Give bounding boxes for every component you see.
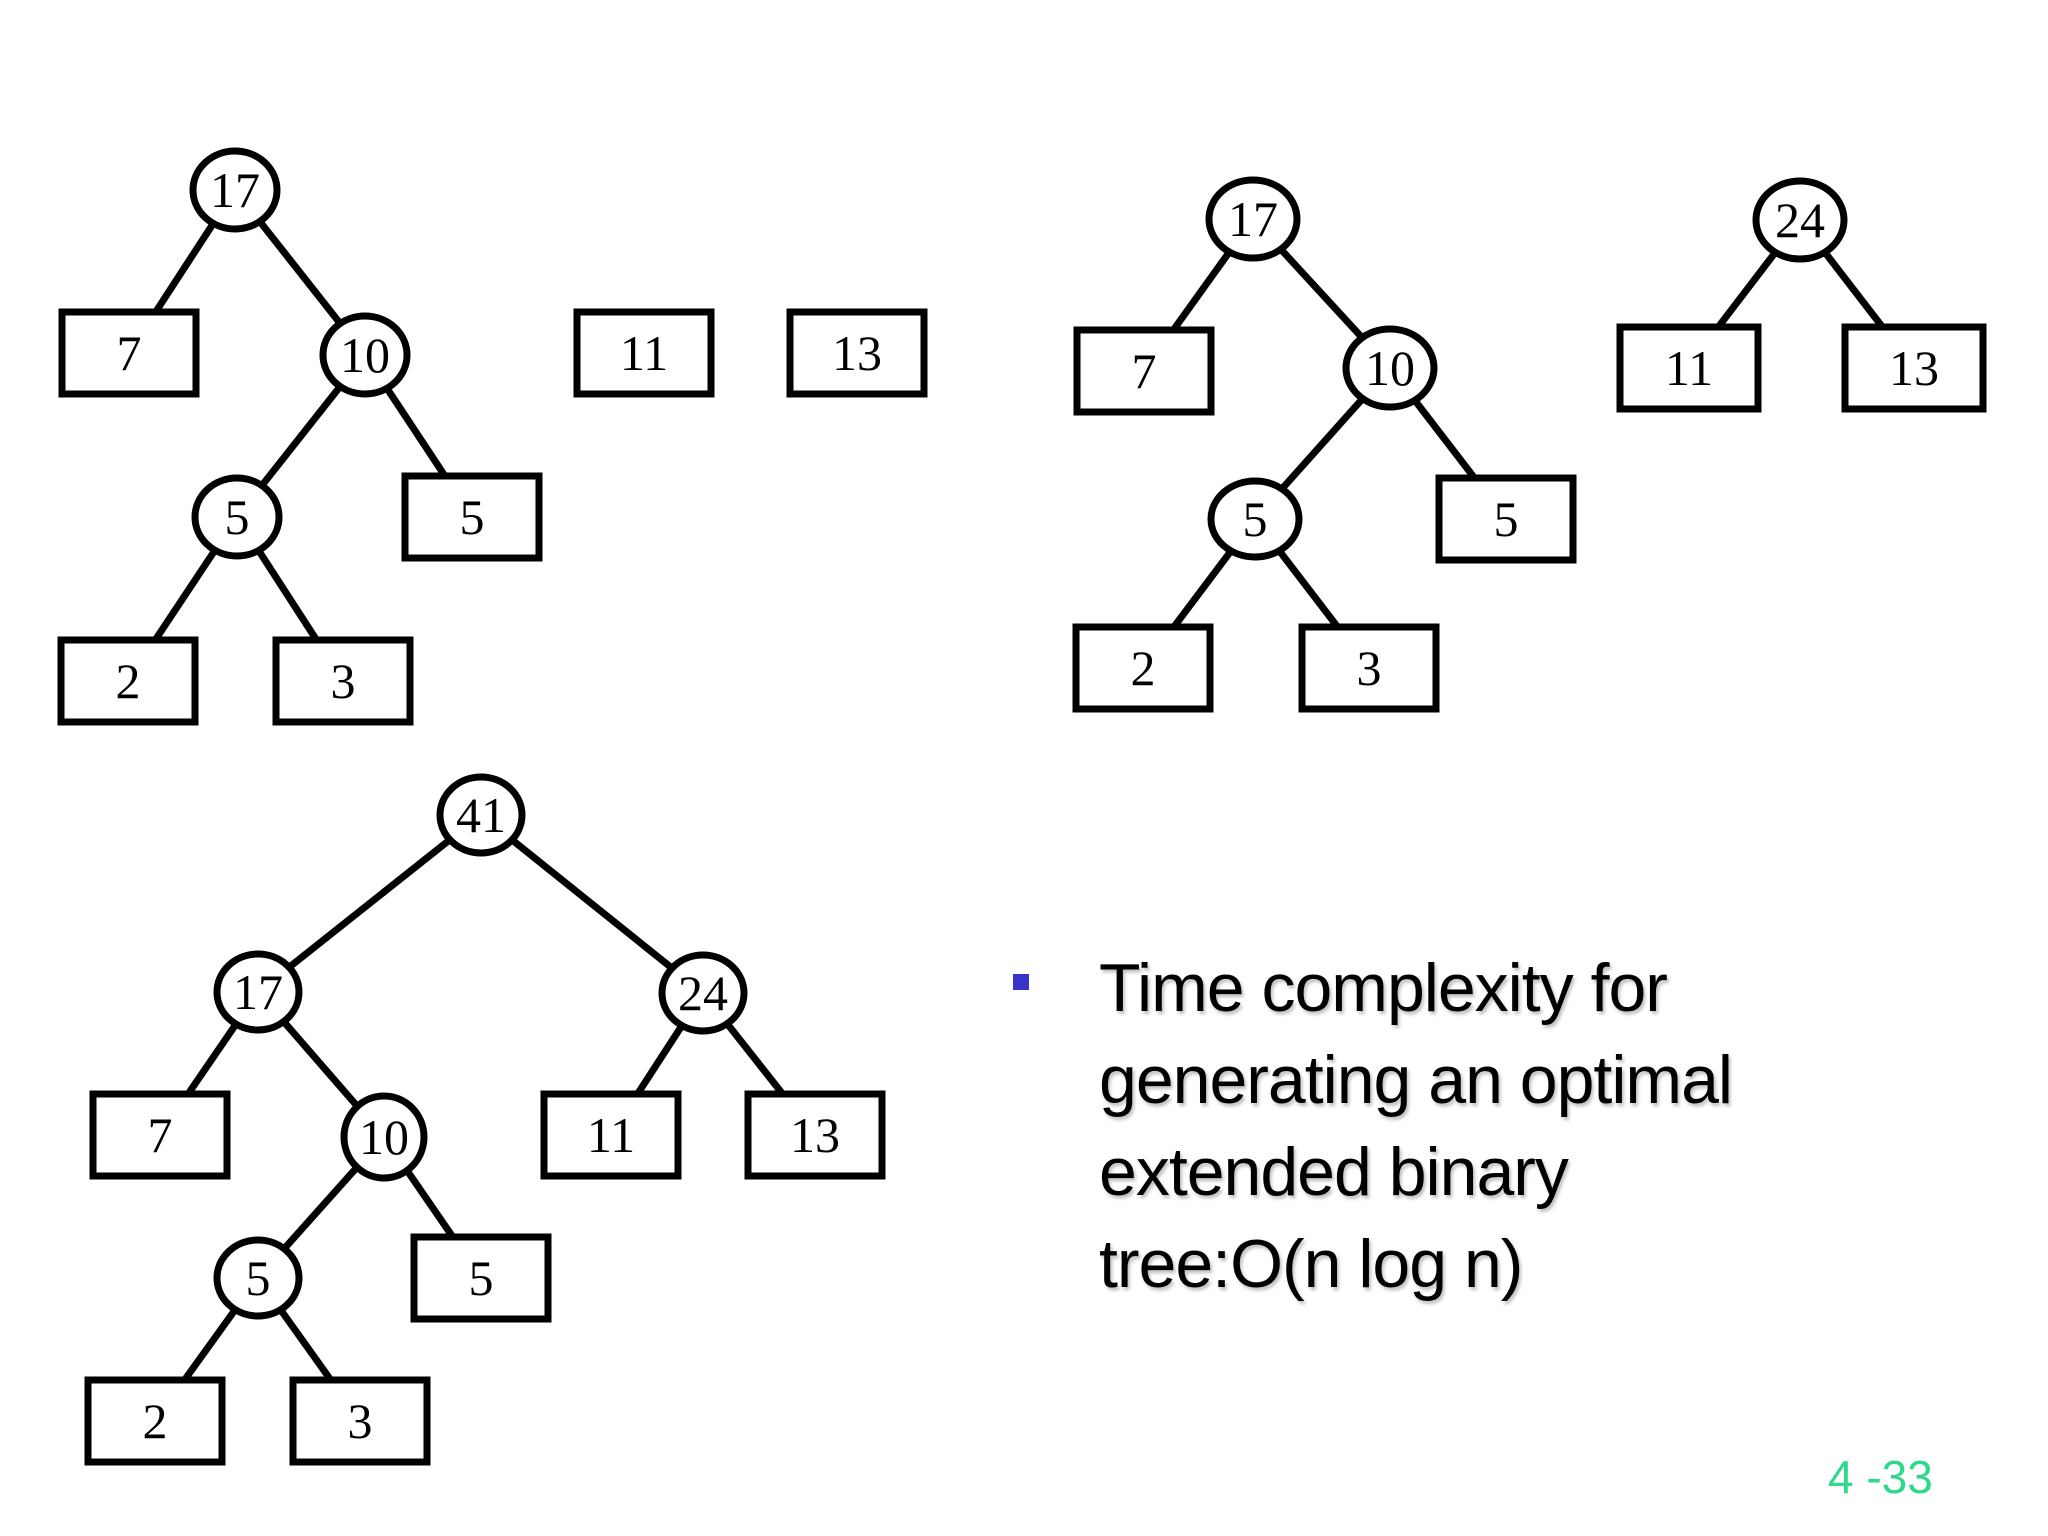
t2-internal-5-circle [1207, 477, 1303, 561]
bullet-text: Time complexity for generating an optima… [1099, 942, 1733, 1310]
t4-leaf-3-label: 3 [348, 1393, 373, 1449]
t4-internal-5-label: 5 [246, 1250, 271, 1306]
tree-step2-right: 24 11 13 [1616, 177, 1987, 413]
t2-leaf-3-box [1298, 623, 1440, 713]
t1-leaf-3-box [272, 636, 414, 726]
bullet-square-icon [1013, 974, 1029, 990]
bullet-item: Time complexity for generating an optima… [1013, 942, 1733, 1310]
t3-leaf-11-label: 11 [1665, 340, 1713, 396]
t2-internal-5-label: 5 [1243, 491, 1268, 547]
t1-leaf-7-box [58, 308, 200, 398]
t4-leaf-5-box [410, 1233, 552, 1323]
bullet-text-line: generating an optimal [1099, 1042, 1733, 1118]
t4-leaf-11-label: 11 [587, 1107, 635, 1163]
tree4-edges [152, 812, 818, 1424]
bullet-text-line: extended binary [1099, 1134, 1569, 1210]
t4-internal-24-circle [658, 951, 748, 1035]
t2-internal-17-label: 17 [1228, 191, 1278, 247]
tree-step2-left: 17 7 10 5 5 2 3 [1072, 176, 1577, 713]
bullet-text-line: Time complexity for [1099, 950, 1668, 1026]
t2-leaf-5-label: 5 [1494, 491, 1519, 547]
t1-internal-17-circle [189, 147, 281, 233]
t1-leaf-13-box [786, 308, 928, 398]
t4-internal-10-circle [340, 1092, 428, 1182]
t1-leaf-7-label: 7 [117, 325, 142, 381]
t3-leaf-11-box [1616, 323, 1762, 413]
t2-internal-17-circle [1205, 176, 1301, 262]
t1-internal-5-label: 5 [225, 489, 250, 545]
t1-internal-10-circle [319, 312, 411, 398]
t3-internal-24-label: 24 [1775, 192, 1825, 248]
t4-root-41-label: 41 [456, 787, 506, 843]
tree1-edges [125, 187, 475, 683]
t1-leaf-13-label: 13 [832, 325, 882, 381]
t1-internal-10-label: 10 [340, 327, 390, 383]
t1-internal-17-label: 17 [210, 162, 260, 218]
t2-internal-10-circle [1342, 325, 1438, 411]
tree-edge [255, 812, 484, 995]
t2-leaf-3-label: 3 [1357, 640, 1382, 696]
t3-internal-24-circle [1752, 177, 1848, 263]
t1-leaf-11-box [573, 308, 715, 398]
t1-leaf-11-label: 11 [620, 325, 668, 381]
t1-leaf-5-label: 5 [460, 489, 485, 545]
t2-leaf-7-box [1073, 326, 1215, 416]
t1-internal-5-circle [191, 474, 283, 560]
tree-step3: 41 17 24 7 10 11 13 5 5 2 3 [84, 773, 886, 1466]
t4-leaf-13-box [744, 1090, 886, 1180]
t4-internal-24-label: 24 [678, 965, 728, 1021]
t4-leaf-2-box [84, 1376, 226, 1466]
tree-edge [478, 812, 706, 996]
t4-internal-10-label: 10 [359, 1109, 409, 1165]
t2-leaf-5-box [1435, 474, 1577, 564]
t1-leaf-2-box [57, 636, 199, 726]
t4-leaf-2-label: 2 [143, 1393, 168, 1449]
t2-internal-10-label: 10 [1365, 340, 1415, 396]
t4-leaf-13-label: 13 [790, 1107, 840, 1163]
t1-leaf-2-label: 2 [116, 653, 141, 709]
t4-leaf-7-label: 7 [148, 1107, 173, 1163]
t2-leaf-2-label: 2 [1131, 640, 1156, 696]
t4-internal-17-label: 17 [233, 964, 283, 1020]
t2-leaf-7-label: 7 [1132, 343, 1157, 399]
t4-internal-17-circle [213, 950, 303, 1034]
t1-leaf-5-box [401, 472, 543, 562]
t2-leaf-2-box [1072, 623, 1214, 713]
t4-internal-5-circle [213, 1236, 303, 1320]
t4-leaf-5-label: 5 [469, 1250, 494, 1306]
t3-leaf-13-label: 13 [1889, 340, 1939, 396]
tree-step1: 17 7 10 5 5 2 3 11 13 [57, 147, 928, 726]
t1-leaf-3-label: 3 [331, 653, 356, 709]
bullet-text-line: tree:O(n log n) [1099, 1226, 1523, 1302]
t4-root-41-circle [436, 773, 526, 857]
tree2-edges [1140, 216, 1509, 671]
t3-leaf-13-box [1841, 323, 1987, 413]
page-number: 4 -33 [1828, 1451, 1933, 1503]
t4-leaf-3-box [289, 1376, 431, 1466]
t4-leaf-11-box [540, 1090, 682, 1180]
t4-leaf-7-box [89, 1090, 231, 1180]
